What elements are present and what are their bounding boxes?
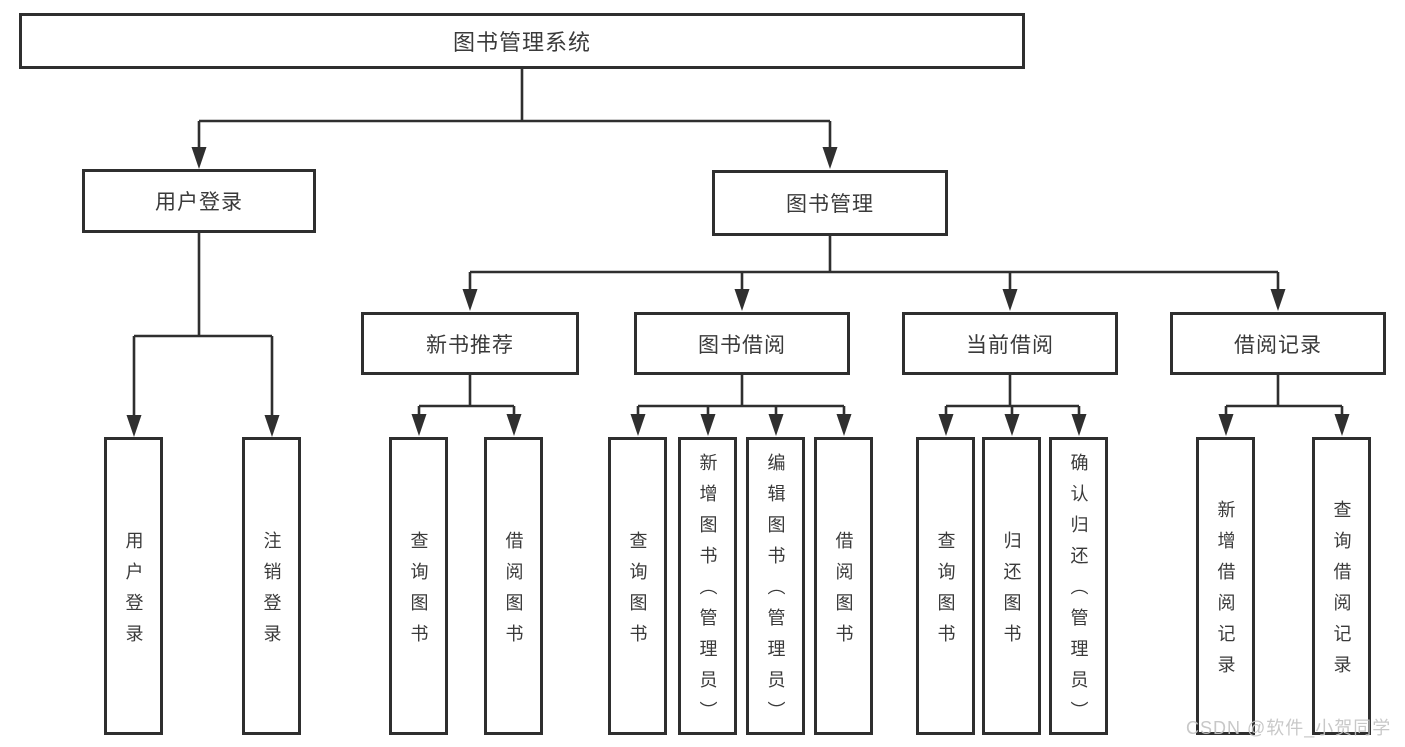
leaf-label: 借阅图书 [503, 530, 524, 655]
leaf-label: 新增图书（管理员） [697, 453, 718, 732]
node-label: 图书借阅 [698, 333, 786, 357]
leaf-label: 新增借阅记录 [1215, 499, 1236, 686]
leaf-label: 查询图书 [408, 530, 429, 655]
leaf-logout: 注销登录 [242, 437, 301, 735]
leaf-add-borrow-record: 新增借阅记录 [1196, 437, 1255, 735]
node-label: 新书推荐 [426, 333, 514, 357]
leaf-add-book-admin: 新增图书（管理员） [678, 437, 737, 735]
watermark: CSDN @软件_小贺同学 [1186, 718, 1392, 738]
node-library-system: 图书管理系统 [19, 13, 1025, 69]
leaf-label: 用户登录 [123, 530, 144, 655]
connector-current-borrow [944, 375, 1081, 420]
connector-new-book [417, 375, 516, 420]
leaf-query-books-recommend: 查询图书 [389, 437, 448, 735]
leaf-edit-book-admin: 编辑图书（管理员） [746, 437, 805, 735]
leaf-borrow-books: 借阅图书 [814, 437, 873, 735]
leaf-user-login: 用户登录 [104, 437, 163, 735]
node-book-management: 图书管理 [712, 170, 948, 236]
leaf-label: 查询借阅记录 [1331, 499, 1352, 686]
leaf-label: 注销登录 [261, 530, 282, 655]
connector-book-management [468, 236, 1280, 294]
node-label: 图书管理系统 [452, 30, 591, 55]
node-label: 图书管理 [786, 193, 874, 216]
node-user-login: 用户登录 [82, 169, 316, 233]
node-label: 当前借阅 [966, 333, 1054, 357]
node-label: 用户登录 [155, 191, 243, 214]
connector-user-login [132, 233, 274, 420]
arrowheads [126, 147, 1350, 437]
node-new-book-recommend: 新书推荐 [361, 312, 579, 375]
leaf-query-borrow-record: 查询借阅记录 [1312, 437, 1371, 735]
connector-book-borrow [636, 375, 846, 420]
leaf-return-books: 归还图书 [982, 437, 1041, 735]
connector-borrow-records [1224, 375, 1344, 420]
node-book-borrow: 图书借阅 [634, 312, 850, 375]
leaf-confirm-return-admin: 确认归还（管理员） [1049, 437, 1108, 735]
leaf-label: 查询图书 [935, 530, 956, 655]
node-current-borrow: 当前借阅 [902, 312, 1118, 375]
leaf-label: 查询图书 [627, 530, 648, 655]
node-borrow-records: 借阅记录 [1170, 312, 1386, 375]
leaf-label: 归还图书 [1001, 530, 1022, 655]
leaf-query-books-borrow: 查询图书 [608, 437, 667, 735]
connector-root [197, 69, 832, 152]
node-label: 借阅记录 [1234, 333, 1322, 357]
leaf-label: 编辑图书（管理员） [765, 453, 786, 732]
leaf-label: 借阅图书 [833, 530, 854, 655]
leaf-label: 确认归还（管理员） [1068, 453, 1089, 732]
leaf-borrow-books-recommend: 借阅图书 [484, 437, 543, 735]
leaf-query-books-current: 查询图书 [916, 437, 975, 735]
